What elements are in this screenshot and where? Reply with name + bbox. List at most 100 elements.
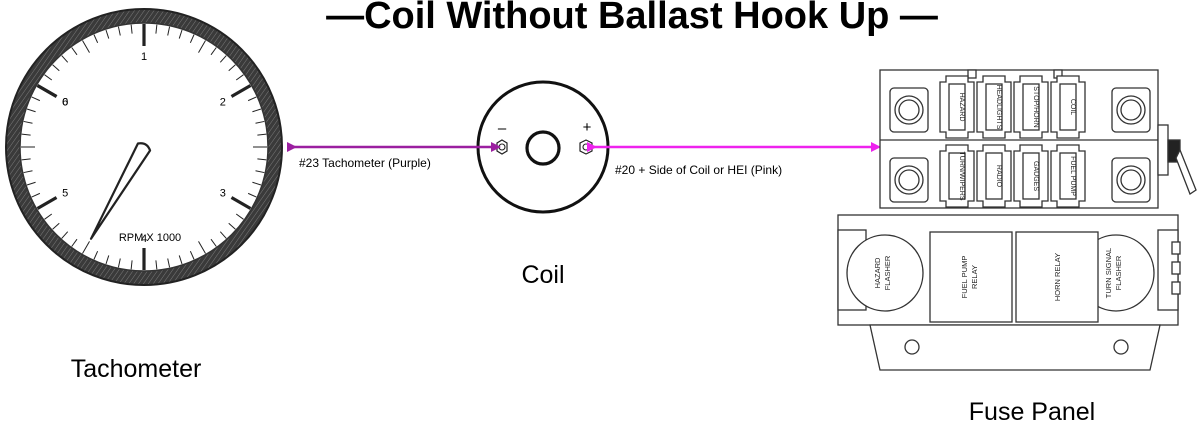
tachometer-minor-tick: [228, 64, 236, 72]
top-fuse-label: HAZARD: [958, 93, 965, 122]
tachometer-minor-tick: [178, 29, 183, 39]
tachometer-ticks: [21, 24, 267, 270]
tachometer-minor-tick: [52, 64, 60, 72]
tachometer-minor-tick: [155, 260, 158, 270]
tachometer-minor-tick: [210, 47, 217, 56]
tachometer-minor-tick: [198, 40, 206, 53]
hazard-flasher-label-1: HAZARD: [873, 257, 882, 288]
tachometer-major-tick: [230, 196, 252, 210]
coil-center: [525, 130, 561, 166]
tachometer-minor-tick: [130, 260, 133, 270]
bottom-fuse-label: FUEL PUMP: [1069, 156, 1076, 196]
tachometer-minor-tick: [117, 258, 121, 268]
tachometer-minor-tick: [247, 192, 257, 198]
tachometer-minor-tick: [167, 26, 171, 36]
coil-positive-terminal: [579, 139, 593, 155]
tachometer-minor-tick: [255, 120, 265, 124]
fuse-panel-toggle: [1157, 124, 1197, 195]
turn-signal-flasher-label-2: FLASHER: [1114, 255, 1123, 290]
tachometer-scale-number: 6: [62, 97, 68, 109]
coil-positive-label: +: [583, 119, 592, 136]
tachometer-minor-tick: [178, 255, 183, 265]
fuse-panel-base: [869, 324, 1161, 371]
tachometer-major-tick: [36, 196, 58, 210]
hazard-flasher: [846, 234, 924, 312]
bottom-fuse-3: FUEL PUMP: [1050, 144, 1086, 208]
fuse-panel-caption: Fuse Panel: [969, 398, 1095, 426]
tachometer-minor-tick: [252, 108, 262, 113]
top-fuse-0: HAZARD: [939, 75, 975, 139]
tachometer-minor-tick: [93, 250, 99, 260]
tachometer-minor-tick: [82, 241, 90, 254]
tachometer-minor-tick: [167, 258, 171, 268]
tachometer-minor-tick: [44, 74, 53, 81]
tachometer-minor-tick: [61, 55, 69, 63]
diagram-title: —Coil Without Ballast Hook Up —: [326, 0, 938, 37]
tachometer-minor-tick: [52, 222, 60, 230]
tachometer-minor-tick: [31, 96, 41, 102]
tachometer-minor-tick: [23, 120, 33, 124]
tachometer-minor-tick: [26, 108, 36, 113]
turn-signal-flasher-label-1: TURN SIGNAL: [1104, 248, 1113, 298]
tachometer-minor-tick: [198, 241, 206, 254]
fuse-slots: HAZARD HEADLIGHTS STOP/HORN COIL TURN/WIPERS…: [939, 75, 1086, 208]
tachometer-minor-tick: [61, 231, 69, 239]
tachometer-minor-tick: [31, 192, 41, 198]
fuel-pump-relay: [929, 231, 1013, 323]
tachometer-minor-tick: [71, 238, 78, 247]
tachometer-scale-number: 1: [141, 51, 147, 63]
bottom-fuse-label: GAUGES: [1032, 161, 1039, 191]
tachometer-minor-tick: [189, 34, 195, 44]
tachometer-minor-tick: [82, 40, 90, 53]
bottom-fuse-1: RADIO: [976, 144, 1012, 208]
tachometer-minor-tick: [257, 133, 267, 136]
tachometer-minor-tick: [252, 181, 262, 186]
tachometer-minor-tick: [210, 238, 217, 247]
tachometer-scale-number: 3: [220, 188, 226, 200]
bottom-fuse-label: TURN/WIPERS: [958, 152, 965, 201]
top-fuse-1: HEADLIGHTS: [976, 75, 1012, 139]
horn-relay-label: HORN RELAY: [1053, 253, 1062, 301]
tachometer-scale-number: 4: [141, 233, 147, 245]
tachometer-minor-tick: [105, 255, 110, 265]
tachometer-minor-tick: [235, 213, 244, 220]
tachometer-minor-tick: [93, 34, 99, 44]
tachometer-minor-tick: [247, 96, 257, 102]
tachometer-minor-tick: [255, 170, 265, 174]
tachometer-minor-tick: [23, 170, 33, 174]
coil-caption: Coil: [521, 261, 564, 289]
tachometer-minor-tick: [21, 133, 31, 136]
fuel-pump-relay-label-2: RELAY: [970, 265, 979, 289]
fuel-pump-relay-label-1: FUEL PUMP: [960, 256, 969, 299]
top-fuse-label: HEADLIGHTS: [995, 85, 1002, 130]
bottom-fuse-2: GAUGES: [1013, 144, 1049, 208]
tachometer-dial-label: RPM X 1000: [119, 232, 181, 244]
bottom-fuse-0: TURN/WIPERS: [939, 144, 975, 208]
mount-hole-left: [904, 339, 920, 355]
fuse-panel-bolts: [889, 87, 1151, 203]
tachometer-minor-tick: [235, 74, 244, 81]
coil-negative-label: –: [498, 120, 507, 137]
tachometer-minor-tick: [219, 231, 227, 239]
tachometer-minor-tick: [105, 29, 110, 39]
tachometer-needle: [89, 142, 152, 240]
fuse-panel: HAZARD HEADLIGHTS STOP/HORN COIL TURN/WIPERS…: [837, 69, 1197, 371]
tachometer-scale-number: 0: [62, 97, 68, 109]
tachometer-minor-tick: [257, 158, 267, 161]
tachometer-scale-number: 5: [62, 188, 68, 200]
top-fuse-label: COIL: [1069, 99, 1076, 115]
tachometer-minor-tick: [228, 222, 236, 230]
tachometer-minor-tick: [26, 181, 36, 186]
top-fuse-3: COIL: [1050, 75, 1086, 139]
tachometer-minor-tick: [189, 250, 195, 260]
top-fuse-label: STOP/HORN: [1032, 86, 1039, 128]
tachometer-minor-tick: [71, 47, 78, 56]
hazard-flasher-label-2: FLASHER: [883, 255, 892, 290]
power-wire-label: #20 + Side of Coil or HEI (Pink): [615, 163, 782, 177]
tachometer-caption: Tachometer: [71, 355, 202, 383]
tachometer-minor-tick: [155, 24, 158, 34]
